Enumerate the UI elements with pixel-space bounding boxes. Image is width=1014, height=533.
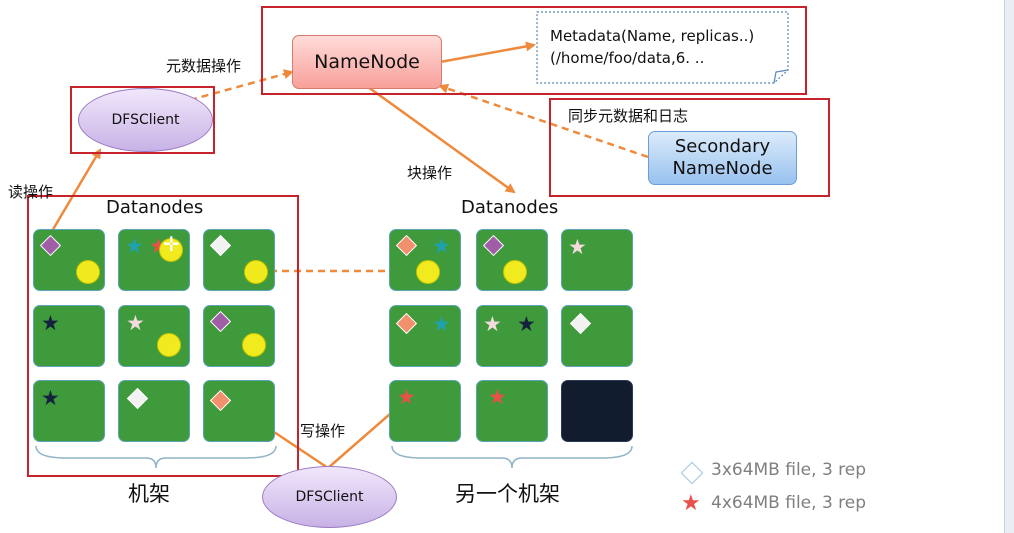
metadata-line-1: Metadata(Name, replicas..) [550, 27, 755, 45]
star-icon: ★ [41, 386, 60, 410]
star-icon: ★ [397, 385, 416, 409]
datanode-cell[interactable]: ★ [561, 229, 633, 291]
dfsclient-to-namenode-dashed-arrow [189, 69, 294, 102]
dfsclient-top-label: DFSClient [111, 112, 180, 128]
datanode-cell[interactable]: ★ [476, 380, 548, 442]
diamond-icon [209, 389, 232, 412]
legend-item-2-text: 4x64MB file, 3 rep [711, 493, 867, 513]
circle-icon [503, 260, 527, 284]
datanode-cell[interactable]: ★ [33, 380, 105, 442]
datanode-cell[interactable] [203, 380, 275, 442]
diamond-icon [395, 312, 418, 335]
write-op-label: 写操作 [300, 422, 346, 440]
star-icon: ★ [432, 312, 451, 336]
cursor-crosshair-icon: ✛ [163, 232, 180, 256]
datanode-cell[interactable] [203, 229, 275, 291]
datanode-cell[interactable] [203, 305, 275, 367]
datanode-cell[interactable]: ★ ★ ✛ [118, 229, 190, 291]
diamond-icon [209, 234, 232, 257]
dfsclient-highlight-box [70, 86, 215, 154]
legend: 3x64MB file, 3 rep ★ 4x64MB file, 3 rep [678, 458, 908, 518]
namenode-label: NameNode [314, 51, 420, 73]
datanode-cell[interactable]: ★ [33, 305, 105, 367]
datanode-cell[interactable]: ★ ★ [476, 305, 548, 367]
star-icon: ★ [125, 234, 144, 258]
namenode-highlight-box [261, 6, 807, 95]
dfsclient-bottom-ellipse[interactable]: DFSClient [262, 466, 397, 528]
metadata-box-shape [536, 11, 789, 84]
diamond-icon [482, 234, 505, 257]
sync-op-label: 同步元数据和日志 [568, 107, 689, 125]
read-op-label: 读操作 [8, 183, 54, 201]
circle-icon [244, 260, 268, 284]
namenode-to-metadata-arrow [439, 41, 536, 64]
star-icon: ★ [488, 385, 507, 409]
dfsclient-top-ellipse[interactable]: DFSClient [78, 88, 213, 152]
star-icon: ★ [568, 235, 587, 259]
secondary-to-namenode-dashed-arrow [438, 83, 649, 159]
rack-left-caption: 机架 [128, 482, 170, 506]
datanode-cell[interactable] [561, 305, 633, 367]
secondary-namenode-box[interactable]: Secondary NameNode [648, 131, 797, 185]
diamond-icon [569, 312, 592, 335]
block-op-label: 块操作 [407, 164, 453, 182]
rack-right-caption: 另一个机架 [455, 482, 560, 506]
datanode-cell[interactable] [476, 229, 548, 291]
star-icon: ★ [517, 312, 536, 336]
datanode-cell[interactable]: ★ [118, 305, 190, 367]
rack-left-highlight-box [27, 195, 299, 477]
datanode-cell[interactable]: ★ [389, 305, 461, 367]
star-icon: ★ [483, 312, 502, 336]
rack-right-brace [391, 445, 633, 469]
star-icon: ★ [681, 491, 701, 516]
legend-item-1-text: 3x64MB file, 3 rep [711, 460, 867, 480]
star-icon: ★ [432, 234, 451, 258]
secondary-highlight-box [549, 98, 830, 197]
diamond-icon [680, 461, 704, 485]
star-icon: ★ [41, 311, 60, 335]
secondary-label-line-1: Secondary [674, 136, 771, 157]
rack-right-title: Datanodes [461, 197, 559, 218]
diamond-icon [126, 387, 149, 410]
datanode-cell[interactable] [118, 380, 190, 442]
circle-icon [76, 260, 100, 284]
rack-left-brace [35, 445, 277, 469]
star-icon: ★ [126, 311, 145, 335]
namenode-box[interactable]: NameNode [292, 35, 442, 89]
circle-icon [242, 333, 266, 357]
secondary-label-line-2: NameNode [672, 158, 773, 179]
circle-icon [157, 333, 181, 357]
dfsclient-bottom-label: DFSClient [295, 489, 364, 505]
circle-icon [159, 238, 183, 262]
circle-icon [416, 260, 440, 284]
diamond-icon [395, 234, 418, 257]
diamond-icon [39, 234, 62, 257]
datanode-cell-empty[interactable] [561, 380, 633, 442]
metadata-line-2: (/home/foo/data,6. .. [550, 49, 705, 67]
datanode-cell[interactable]: ★ [389, 229, 461, 291]
datanode-cell[interactable]: ★ [389, 380, 461, 442]
namenode-to-datanodes-arrow [367, 85, 516, 194]
window-edge-strip [1004, 0, 1014, 533]
metadata-op-label: 元数据操作 [166, 57, 242, 75]
diamond-icon [209, 310, 232, 333]
rack-left-title: Datanodes [106, 197, 204, 218]
datanode-cell[interactable] [33, 229, 105, 291]
metadata-box-fold [773, 69, 789, 84]
